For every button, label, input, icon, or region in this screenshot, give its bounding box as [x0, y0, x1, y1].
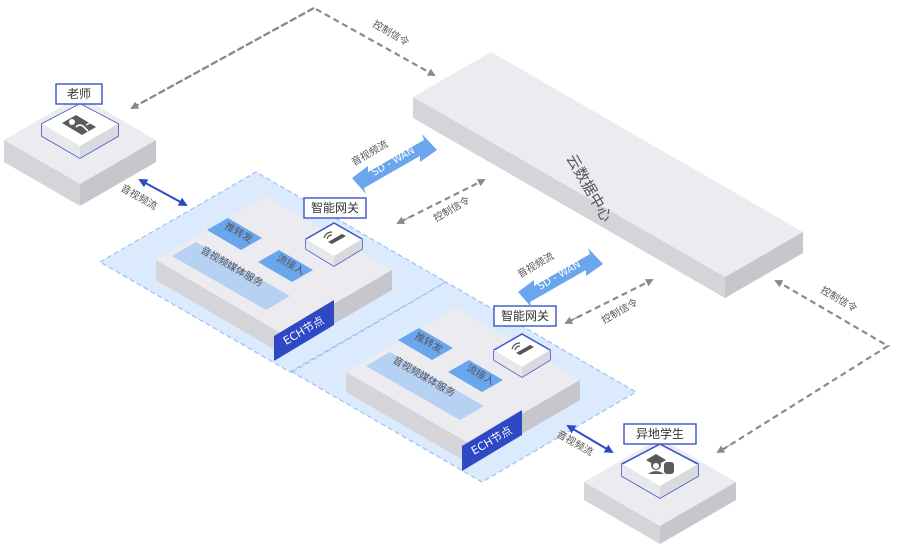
router-icon [323, 231, 346, 244]
sdwan-link-2: SD - WAN 音视频流 [515, 248, 603, 308]
av-stream-label: 音视频流 [119, 181, 160, 212]
dashed-connector [399, 179, 486, 223]
sdwan-arrow [518, 248, 603, 308]
dashed-connector [130, 7, 315, 109]
student-label: 异地学生 [636, 426, 684, 441]
teacher-label: 老师 [67, 87, 91, 101]
av-link-teacher-ech: 音视频流 [119, 179, 188, 213]
cloud-right-face [725, 232, 803, 298]
sdwan-arrow [352, 134, 437, 194]
gateway-hex-right [334, 239, 362, 266]
teacher-hex-right [80, 124, 118, 158]
student-block-left [584, 482, 660, 544]
gateway-label-box [303, 197, 367, 219]
dashed-connector [131, 6, 436, 109]
gateway-hex-right [522, 350, 550, 377]
forward-service [207, 218, 262, 250]
ingest-service [448, 360, 503, 392]
arrow-head [774, 280, 784, 288]
cloud-top-face [413, 52, 803, 277]
control-signal-label: 控制信令 [371, 17, 412, 48]
control-link-teacher-cloud: 控制信令 [130, 6, 436, 109]
ingest-service [258, 250, 313, 282]
router-icon [511, 342, 534, 355]
gateway-label-box [493, 305, 557, 327]
arrow-head [396, 216, 411, 224]
student-node: 异地学生 [584, 423, 736, 544]
gateway-label: 智能网关 [501, 308, 549, 323]
media-service-area [172, 242, 290, 310]
arrow-head [716, 444, 731, 454]
control-signal-label: 控制信令 [599, 295, 640, 326]
student-hex-right [660, 464, 698, 498]
media-service-area [366, 352, 484, 420]
teacher-hex-left [42, 124, 80, 158]
ech-node-2: 音视频媒体服务 推转发 流接入 智能网关 ECH节点 [290, 281, 638, 483]
cloud-left-face [413, 97, 725, 298]
student-label-box [623, 423, 697, 445]
dashed-connector [721, 282, 891, 451]
control-link-student-cloud: 控制信令 [716, 280, 891, 454]
gateway-label: 智能网关 [311, 200, 359, 215]
gateway-hex-left [494, 350, 522, 377]
control-signal-label: 控制信令 [431, 193, 472, 224]
student-block-right [660, 482, 736, 544]
teacher-block-left [4, 140, 80, 206]
teacher-icon [62, 115, 96, 135]
gateway-hex-left [306, 239, 334, 266]
ech-node-1: 音视频媒体服务 推转发 流接入 智能网关 ECH节点 [98, 171, 448, 373]
student-icon [646, 454, 674, 474]
ech-block-left [156, 260, 282, 354]
bidirectional-arrow [138, 179, 188, 206]
cloud-data-center: 云数据中心 [413, 52, 803, 298]
av-stream-label: 音视频流 [555, 427, 596, 458]
ech-badge [462, 410, 522, 471]
ech-block-left [346, 372, 470, 464]
av-link-student-ech: 音视频流 [555, 424, 614, 459]
control-signal-label: 控制信令 [819, 283, 860, 314]
teacher-label-box [55, 83, 103, 105]
bidirectional-arrow [566, 424, 614, 454]
control-link-ech2-cloud: 控制信令 [564, 279, 654, 327]
teacher-node: 老师 [4, 83, 156, 206]
forward-service [398, 328, 453, 360]
ech-badge [274, 300, 334, 361]
arrow-head [564, 316, 579, 324]
dashed-connector [567, 279, 654, 323]
student-hex-left [622, 464, 660, 498]
control-link-ech1-cloud: 控制信令 [396, 179, 486, 225]
teacher-block-right [80, 140, 156, 206]
sdwan-link-1: SD - WAN 音视频流 [349, 134, 437, 194]
